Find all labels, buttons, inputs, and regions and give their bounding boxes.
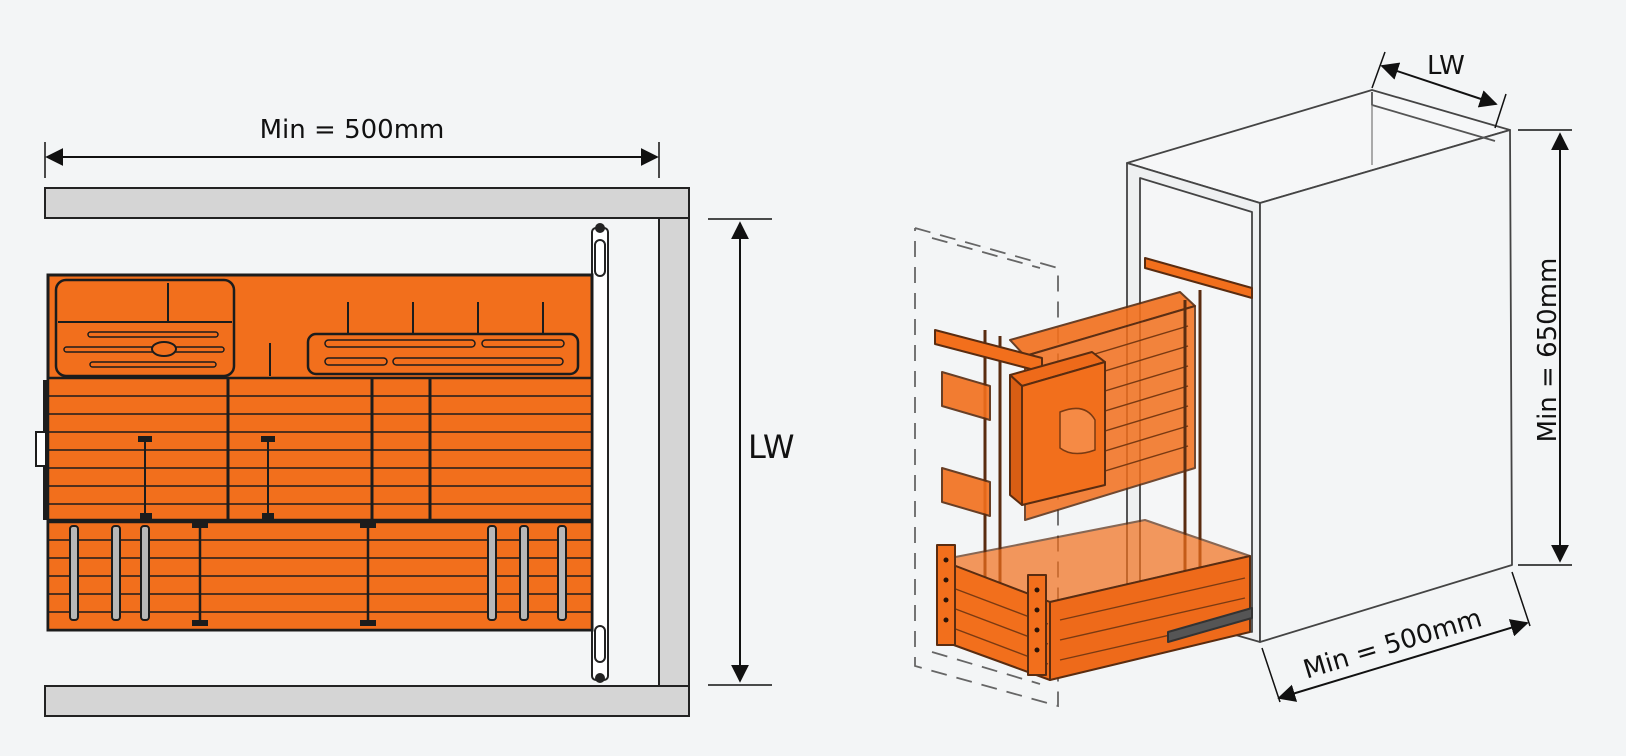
pullout-basket-unit <box>934 257 1253 681</box>
plan-view: Min = 500mm LW <box>35 115 795 717</box>
cabinet-box <box>1126 89 1513 643</box>
perspective-view: LW Min = 650mm Min = 500mm <box>914 51 1572 708</box>
basket-top-view <box>35 273 594 632</box>
width-dimension: Min = 500mm <box>44 115 660 178</box>
cabinet-side-panel <box>658 217 690 687</box>
cabinet-top-panel <box>44 187 690 219</box>
top-lw-label: LW <box>1427 51 1465 81</box>
cabinet-bottom-panel <box>44 685 690 717</box>
width-label: Min = 500mm <box>260 115 445 145</box>
height-dimension: Min = 650mm <box>1518 129 1572 566</box>
depth-dimension: LW <box>708 218 795 686</box>
runner-rail <box>591 223 609 683</box>
door-outline <box>914 227 1059 708</box>
lw-label: LW <box>748 428 795 466</box>
height-label: Min = 650mm <box>1533 258 1563 443</box>
top-lw-dimension: LW <box>1371 51 1507 129</box>
